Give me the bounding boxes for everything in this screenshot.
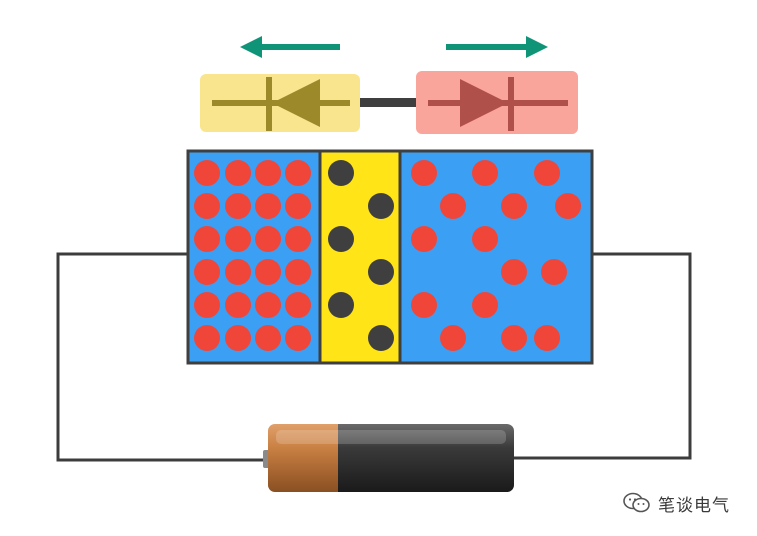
carrier-dot	[555, 193, 581, 219]
carrier-dot	[285, 193, 311, 219]
fixed-charge-dot	[368, 259, 394, 285]
carrier-dot	[411, 160, 437, 186]
right-semiconductor-region	[400, 151, 592, 363]
carrier-dot	[501, 259, 527, 285]
carrier-dot	[472, 160, 498, 186]
carrier-dot	[255, 259, 281, 285]
carrier-dot	[194, 325, 220, 351]
battery-copper-end	[268, 424, 344, 492]
left-region-carriers	[194, 160, 311, 351]
left-diode-box	[200, 74, 360, 132]
fixed-charge-dot	[328, 292, 354, 318]
carrier-dot	[225, 325, 251, 351]
carrier-dot	[194, 226, 220, 252]
carrier-dot	[255, 325, 281, 351]
right-region-carriers	[411, 160, 581, 351]
diode-connector	[355, 98, 421, 107]
carrier-dot	[255, 193, 281, 219]
carrier-dot	[285, 325, 311, 351]
carrier-dot	[225, 226, 251, 252]
carrier-dot	[255, 160, 281, 186]
carrier-dot	[194, 259, 220, 285]
watermark: 笔谈电气	[622, 488, 730, 518]
fixed-charge-dot	[368, 325, 394, 351]
fixed-charge-dot	[368, 193, 394, 219]
right-arrow	[446, 36, 548, 58]
carrier-dot	[225, 193, 251, 219]
wechat-icon	[623, 492, 650, 513]
carrier-dot	[440, 193, 466, 219]
right-diode-box	[416, 71, 578, 134]
watermark-text: 笔谈电气	[658, 495, 730, 516]
carrier-dot	[534, 160, 560, 186]
carrier-dot	[440, 325, 466, 351]
carrier-dot	[225, 259, 251, 285]
carrier-dot	[194, 193, 220, 219]
carrier-dot	[194, 292, 220, 318]
carrier-dot	[285, 226, 311, 252]
carrier-dot	[472, 292, 498, 318]
carrier-dot	[194, 160, 220, 186]
carrier-dot	[411, 226, 437, 252]
carrier-dot	[225, 292, 251, 318]
fixed-charge-dot	[328, 226, 354, 252]
circuit-wire-right	[512, 252, 692, 460]
depletion-fixed-charges	[328, 160, 394, 351]
carrier-dot	[411, 292, 437, 318]
carrier-dot	[225, 160, 251, 186]
battery-black-body	[338, 424, 514, 492]
carrier-dot	[285, 259, 311, 285]
carrier-dot	[541, 259, 567, 285]
carrier-dot	[501, 193, 527, 219]
battery	[263, 424, 514, 492]
fixed-charge-dot	[328, 160, 354, 186]
semiconductor-outline	[186, 149, 594, 365]
carrier-dot	[472, 226, 498, 252]
carrier-dot	[255, 226, 281, 252]
carrier-dot	[285, 292, 311, 318]
left-arrow	[240, 36, 340, 58]
battery-highlight	[276, 430, 506, 444]
carrier-dot	[534, 325, 560, 351]
carrier-dot	[501, 325, 527, 351]
carrier-dot	[255, 292, 281, 318]
circuit-wire-left	[56, 252, 268, 462]
carrier-dot	[285, 160, 311, 186]
